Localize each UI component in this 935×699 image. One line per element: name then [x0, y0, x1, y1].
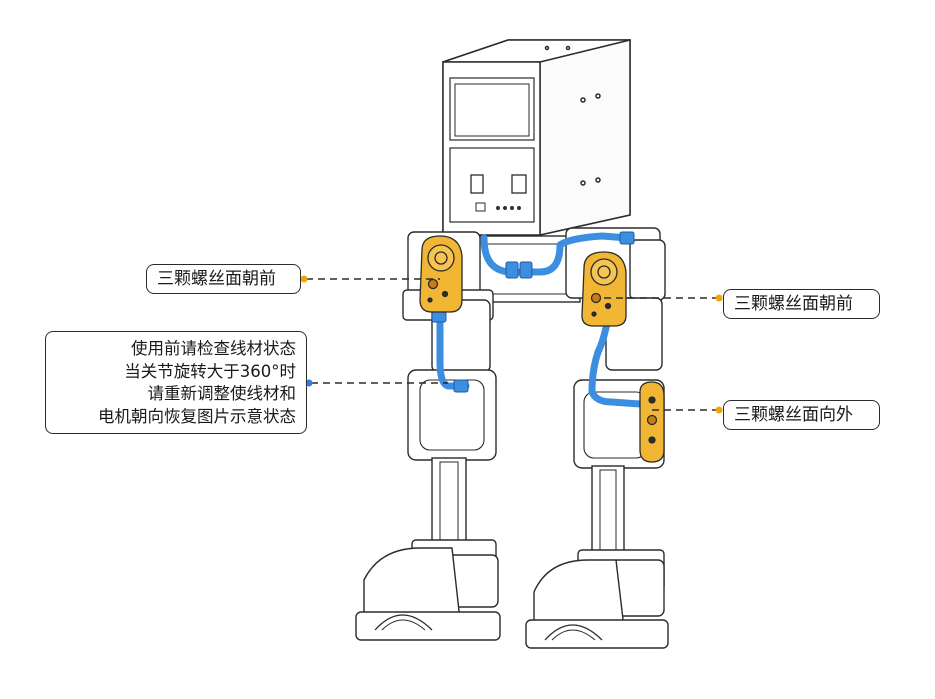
marker-left-top: [300, 275, 308, 283]
robot-head: [442, 39, 631, 236]
note-line: 请重新调整使线材和: [147, 384, 297, 403]
note-line: 当关节旋转大于360°时: [124, 361, 296, 381]
right-hip-servo-horn: [581, 251, 627, 327]
callout-right-knee: 三颗螺丝面向外: [723, 400, 880, 430]
callout-leaders: [306, 278, 716, 411]
marker-right-bottom: [715, 406, 723, 414]
left-hip-servo-horn: [419, 235, 463, 313]
right-knee-servo-horn: [639, 381, 665, 463]
marker-note: [305, 379, 313, 387]
note-line: 使用前请检查线材状态: [131, 339, 296, 358]
note-line: 电机朝向恢复图片示意状态: [98, 406, 296, 426]
callout-right-hip: 三颗螺丝面朝前: [723, 289, 880, 319]
callout-left-hip: 三颗螺丝面朝前: [146, 264, 301, 294]
blue-cables: [436, 232, 644, 408]
cable-warning-note: 使用前请检查线材状态 当关节旋转大于360°时 请重新调整使线材和 电机朝向恢复…: [45, 331, 307, 434]
callout-markers: [300, 275, 723, 414]
marker-right-top: [715, 294, 723, 302]
